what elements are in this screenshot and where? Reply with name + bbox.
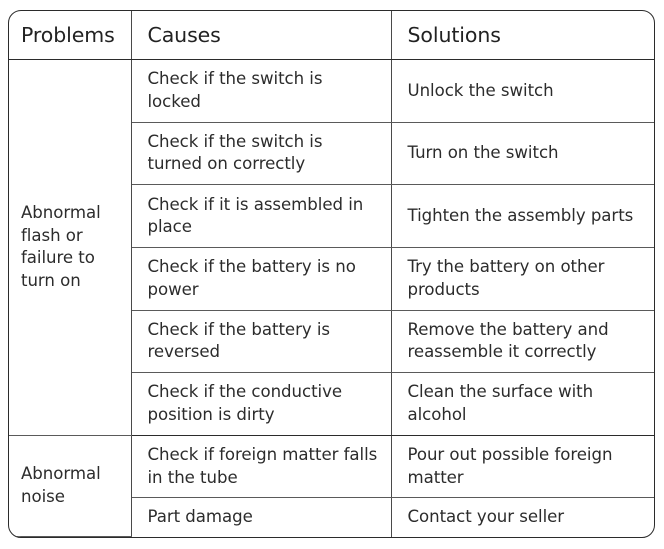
cause-cell: Check if the switch is locked — [131, 59, 392, 123]
cause-cell: Check if foreign matter falls in the tub… — [131, 435, 392, 499]
cause-cell: Check if the battery is reversed — [131, 310, 392, 374]
cause-cell: Check if the switch is turned on correct… — [131, 122, 392, 186]
table-row: Check if the conductive position is dirt… — [9, 372, 654, 436]
solution-cell: Unlock the switch — [391, 59, 654, 123]
table-header-row: Problems Causes Solutions — [9, 11, 654, 60]
solution-cell: Tighten the assembly parts — [391, 184, 654, 248]
column-header-solutions: Solutions — [391, 11, 654, 60]
solution-cell: Clean the surface with alcohol — [391, 372, 654, 436]
table-row: Check if the switch is turned on correct… — [9, 122, 654, 186]
solution-cell: Try the battery on other products — [391, 247, 654, 311]
solution-cell: Remove the battery and reassemble it cor… — [391, 310, 654, 374]
troubleshooting-table-frame: Problems Causes Solutions Abnormal flash… — [8, 10, 655, 538]
cause-cell: Check if the battery is no power — [131, 247, 392, 311]
table-row: Abnormal noise Check if foreign matter f… — [9, 435, 654, 537]
column-header-problems: Problems — [9, 11, 132, 60]
table-row: Check if the battery is no power Try the… — [9, 247, 654, 311]
cause-cell: Part damage — [131, 497, 392, 537]
cause-cell: Check if it is assembled in place — [131, 184, 392, 248]
table-header: Problems Causes Solutions — [9, 11, 654, 60]
solution-cell: Turn on the switch — [391, 122, 654, 186]
table-body: Abnormal flash or failure to turn on Che… — [9, 59, 654, 537]
table-row: Check if it is assembled in place Tighte… — [9, 184, 654, 248]
solution-cell: Pour out possible foreign matter — [391, 435, 654, 499]
group-label-abnormal-noise: Abnormal noise — [9, 435, 132, 537]
table-row: Abnormal flash or failure to turn on Che… — [9, 59, 654, 436]
troubleshooting-table: Problems Causes Solutions Abnormal flash… — [9, 11, 654, 537]
group-label-abnormal-flash: Abnormal flash or failure to turn on — [9, 59, 132, 436]
solution-cell: Contact your seller — [407, 507, 565, 527]
table-row: Part damage Contact your seller — [9, 497, 654, 537]
table-row: Check if the battery is reversed Remove … — [9, 310, 654, 374]
cause-cell: Check if the conductive position is dirt… — [131, 372, 392, 436]
column-header-causes: Causes — [131, 11, 392, 60]
